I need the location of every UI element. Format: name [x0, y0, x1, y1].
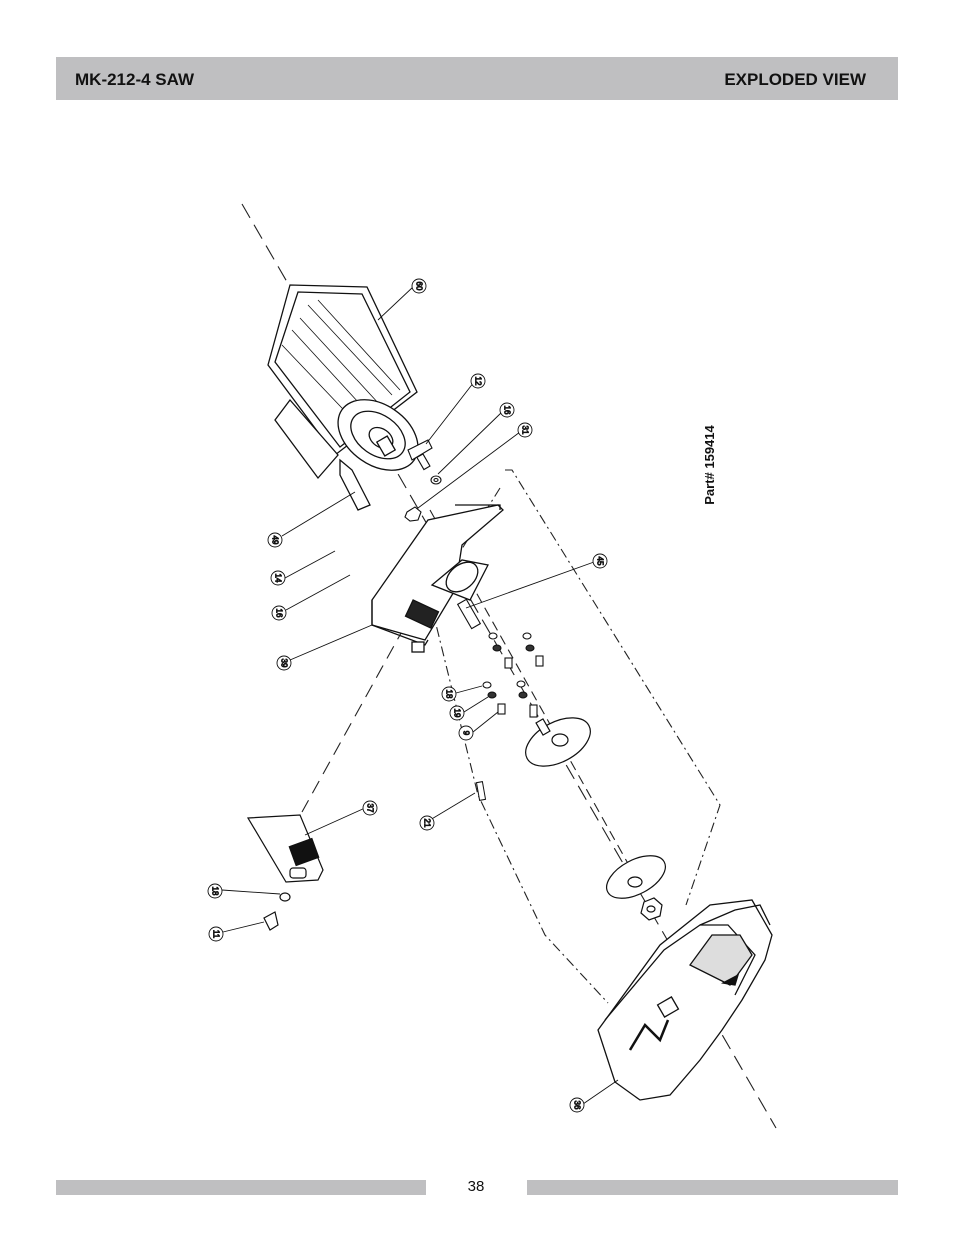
inner-flange — [606, 855, 666, 921]
callout-60 — [411, 278, 427, 294]
guard-cover — [597, 899, 773, 1101]
callout-39 — [276, 655, 292, 671]
cover-plate — [246, 814, 324, 931]
section-title: EXPLODED VIEW — [724, 70, 866, 89]
callout-49 — [267, 532, 283, 548]
callout-16-lower — [271, 605, 287, 621]
svg-text:12: 12 — [474, 377, 483, 386]
motor — [267, 284, 419, 511]
svg-text:19: 19 — [453, 709, 462, 718]
callout-14 — [270, 570, 286, 586]
svg-text:18: 18 — [445, 690, 454, 699]
callout-21 — [419, 815, 435, 831]
svg-text:45: 45 — [596, 557, 605, 566]
footer-bar-right — [527, 1180, 898, 1195]
svg-text:16: 16 — [503, 406, 512, 415]
svg-text:39: 39 — [280, 659, 289, 668]
svg-text:49: 49 — [271, 536, 280, 545]
callout-18-upper — [441, 686, 457, 702]
callout-36 — [569, 1097, 585, 1113]
page-header: MK-212-4 SAW EXPLODED VIEW — [56, 57, 898, 100]
callouts: 60 12 16 31 49 14 16 45 39 18 19 9 37 21… — [207, 278, 608, 1113]
arbor-parts — [456, 598, 544, 718]
svg-text:37: 37 — [366, 804, 375, 813]
callout-16-upper — [499, 402, 515, 418]
callout-18-lower — [207, 883, 223, 899]
callout-9 — [458, 725, 474, 741]
svg-text:21: 21 — [423, 819, 432, 828]
blade-flange — [525, 717, 591, 767]
svg-text:9: 9 — [462, 731, 471, 736]
svg-text:16: 16 — [275, 609, 284, 618]
leader-lines — [221, 286, 619, 1105]
pin — [475, 781, 487, 801]
document-title: MK-212-4 SAW — [75, 70, 195, 89]
part-number: Part# 159414 — [702, 424, 717, 504]
svg-text:60: 60 — [415, 282, 424, 291]
callout-45 — [592, 553, 608, 569]
page-number: 38 — [467, 1178, 485, 1195]
fittings — [404, 439, 442, 522]
callout-37 — [362, 800, 378, 816]
callout-12 — [470, 373, 486, 389]
blade-housing — [371, 504, 504, 653]
svg-text:36: 36 — [573, 1101, 582, 1110]
callout-19 — [449, 705, 465, 721]
svg-text:14: 14 — [274, 574, 283, 583]
footer-bar-left — [56, 1180, 426, 1195]
callout-31 — [517, 422, 533, 438]
svg-text:18: 18 — [211, 887, 220, 896]
callout-11 — [208, 926, 224, 942]
svg-text:31: 31 — [521, 426, 530, 435]
svg-text:11: 11 — [212, 930, 221, 939]
